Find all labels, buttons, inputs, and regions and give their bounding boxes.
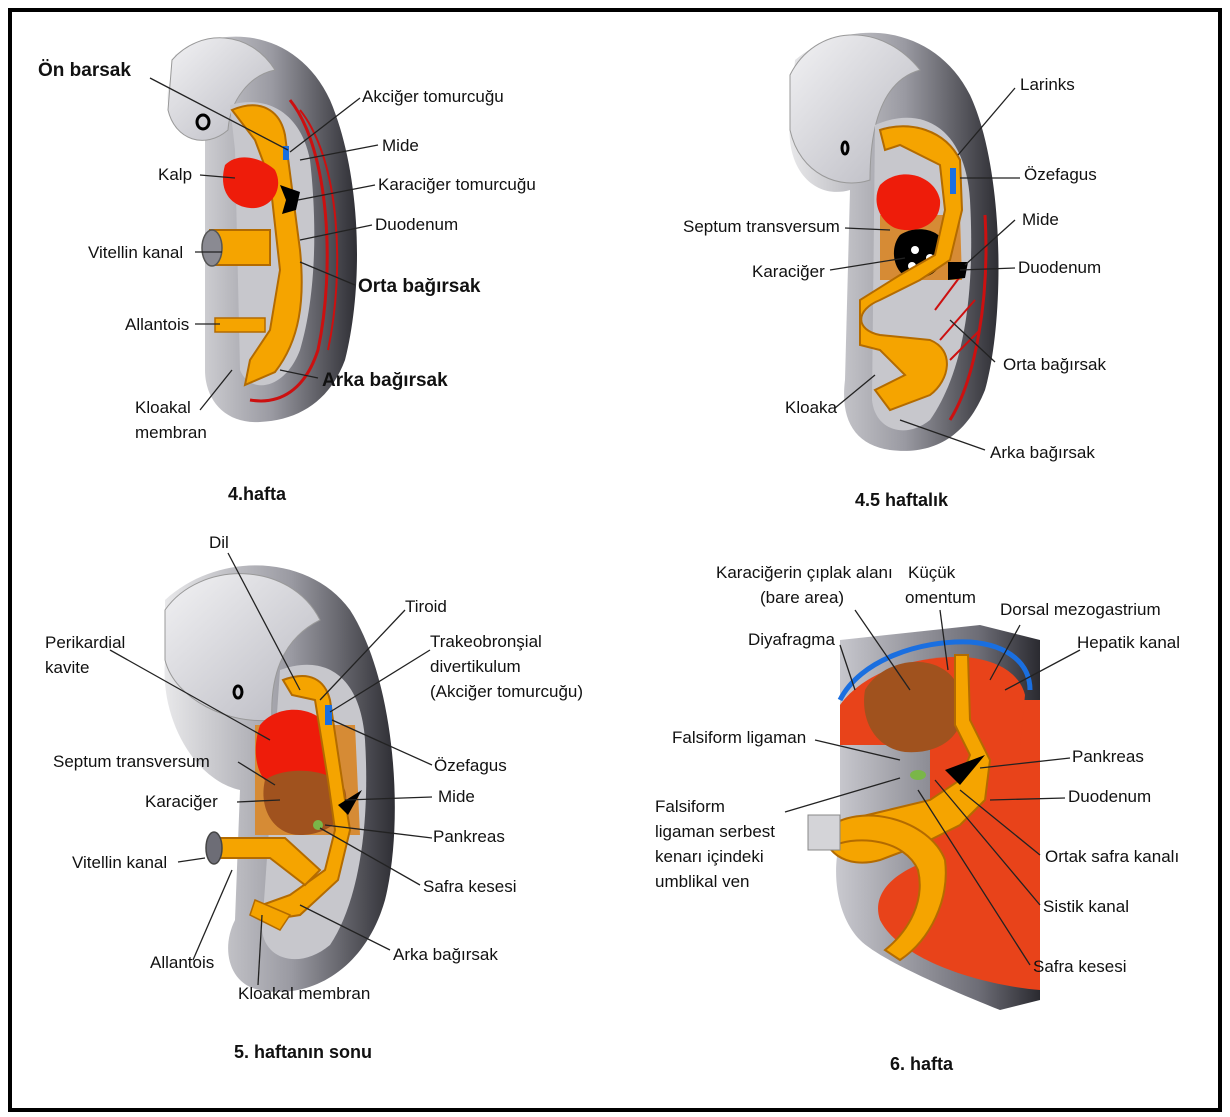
label-kloakal-membran: Kloakal membran [238,984,370,1003]
panel-4-hafta [168,37,357,422]
label-arka-bagirsak: Arka bağırsak [990,443,1095,462]
label-allantois: Allantois [125,315,189,334]
label-larinks: Larinks [1020,75,1075,94]
caption-5-haftanin-sonu: 5. haftanın sonu [234,1042,372,1062]
gallbladder [910,770,926,780]
label-duodenum: Duodenum [1018,258,1101,277]
label-dil: Dil [209,533,229,552]
panel-4-5-haftalik [789,33,998,451]
label-kucuk: Küçük [908,563,956,582]
label-allantois: Allantois [150,953,214,972]
label-safra-kesesi: Safra kesesi [1033,957,1127,976]
label-diyafragma: Diyafragma [748,630,835,649]
vitellin-opening [202,230,222,266]
liver-dot [911,246,919,254]
label-septum-transversum: Septum transversum [53,752,210,771]
label-membran: membran [135,423,207,442]
allantois [215,318,265,332]
label-karaciger: Karaciğer [145,792,218,811]
label-divertikulum: divertikulum [430,657,521,676]
label-septum-transversum: Septum transversum [683,217,840,236]
label-kloaka: Kloaka [785,398,838,417]
label-ozefagus: Özefagus [1024,165,1097,184]
gut-outlet [808,815,840,850]
label-vitellin-kanal: Vitellin kanal [72,853,167,872]
label-pankreas: Pankreas [433,827,505,846]
label-ortak-safra-kanali: Ortak safra kanalı [1045,847,1179,866]
label-omentum: omentum [905,588,976,607]
label-dorsal-mezogastrium: Dorsal mezogastrium [1000,600,1161,619]
panel-6-hafta [808,625,1040,1010]
label-bare-area: (bare area) [760,588,844,607]
label-orta-bagirsak: Orta bağırsak [1003,355,1106,374]
label-pankreas: Pankreas [1072,747,1144,766]
label-mide: Mide [1022,210,1059,229]
label-hepatik-kanal: Hepatik kanal [1077,633,1180,652]
label-karaciger: Karaciğer [752,262,825,281]
label-falsiform: Falsiform [655,797,725,816]
label-perikardial: Perikardial [45,633,125,652]
label-ligaman-serbest: ligaman serbest [655,822,775,841]
label-karacigerin-ciplak-alani: Karaciğerin çıplak alanı [716,563,893,582]
label-trakeobronsial: Trakeobronşial [430,632,542,651]
label-akciger-tomurcugu: Akciğer tomurcuğu [362,87,504,106]
label-duodenum: Duodenum [1068,787,1151,806]
label-karaciger-tomurcugu: Karaciğer tomurcuğu [378,175,536,194]
label-on-barsak: Ön barsak [38,60,131,81]
label-orta-bagirsak: Orta bağırsak [358,276,481,297]
label-kenari-icindeki: kenarı içindeki [655,847,764,866]
label-akciger-tomurcugu: (Akciğer tomurcuğu) [430,682,583,701]
caption-4-hafta: 4.hafta [228,484,287,504]
label-ozefagus: Özefagus [434,756,507,775]
esophagus-lung [950,168,956,194]
label-mide: Mide [382,136,419,155]
label-kavite: kavite [45,658,89,677]
label-falsiform-ligaman: Falsiform ligaman [672,728,806,747]
caption-4-5-haftalik: 4.5 haftalık [855,490,949,510]
panel-5-haftanin-sonu [165,565,395,991]
label-safra-kesesi: Safra kesesi [423,877,517,896]
label-duodenum: Duodenum [375,215,458,234]
liver [864,662,963,752]
label-vitellin-kanal: Vitellin kanal [88,243,183,262]
trachea-bud [325,705,332,725]
label-arka-bagirsak: Arka bağırsak [393,945,498,964]
label-mide: Mide [438,787,475,806]
label-umblikal-ven: umblikal ven [655,872,750,891]
label-tiroid: Tiroid [405,597,447,616]
caption-6-hafta: 6. hafta [890,1054,954,1074]
vitellin-opening [206,832,222,864]
label-kloakal: Kloakal [135,398,191,417]
label-sistik-kanal: Sistik kanal [1043,897,1129,916]
label-arka-bagirsak: Arka bağırsak [322,370,448,391]
label-kalp: Kalp [158,165,192,184]
